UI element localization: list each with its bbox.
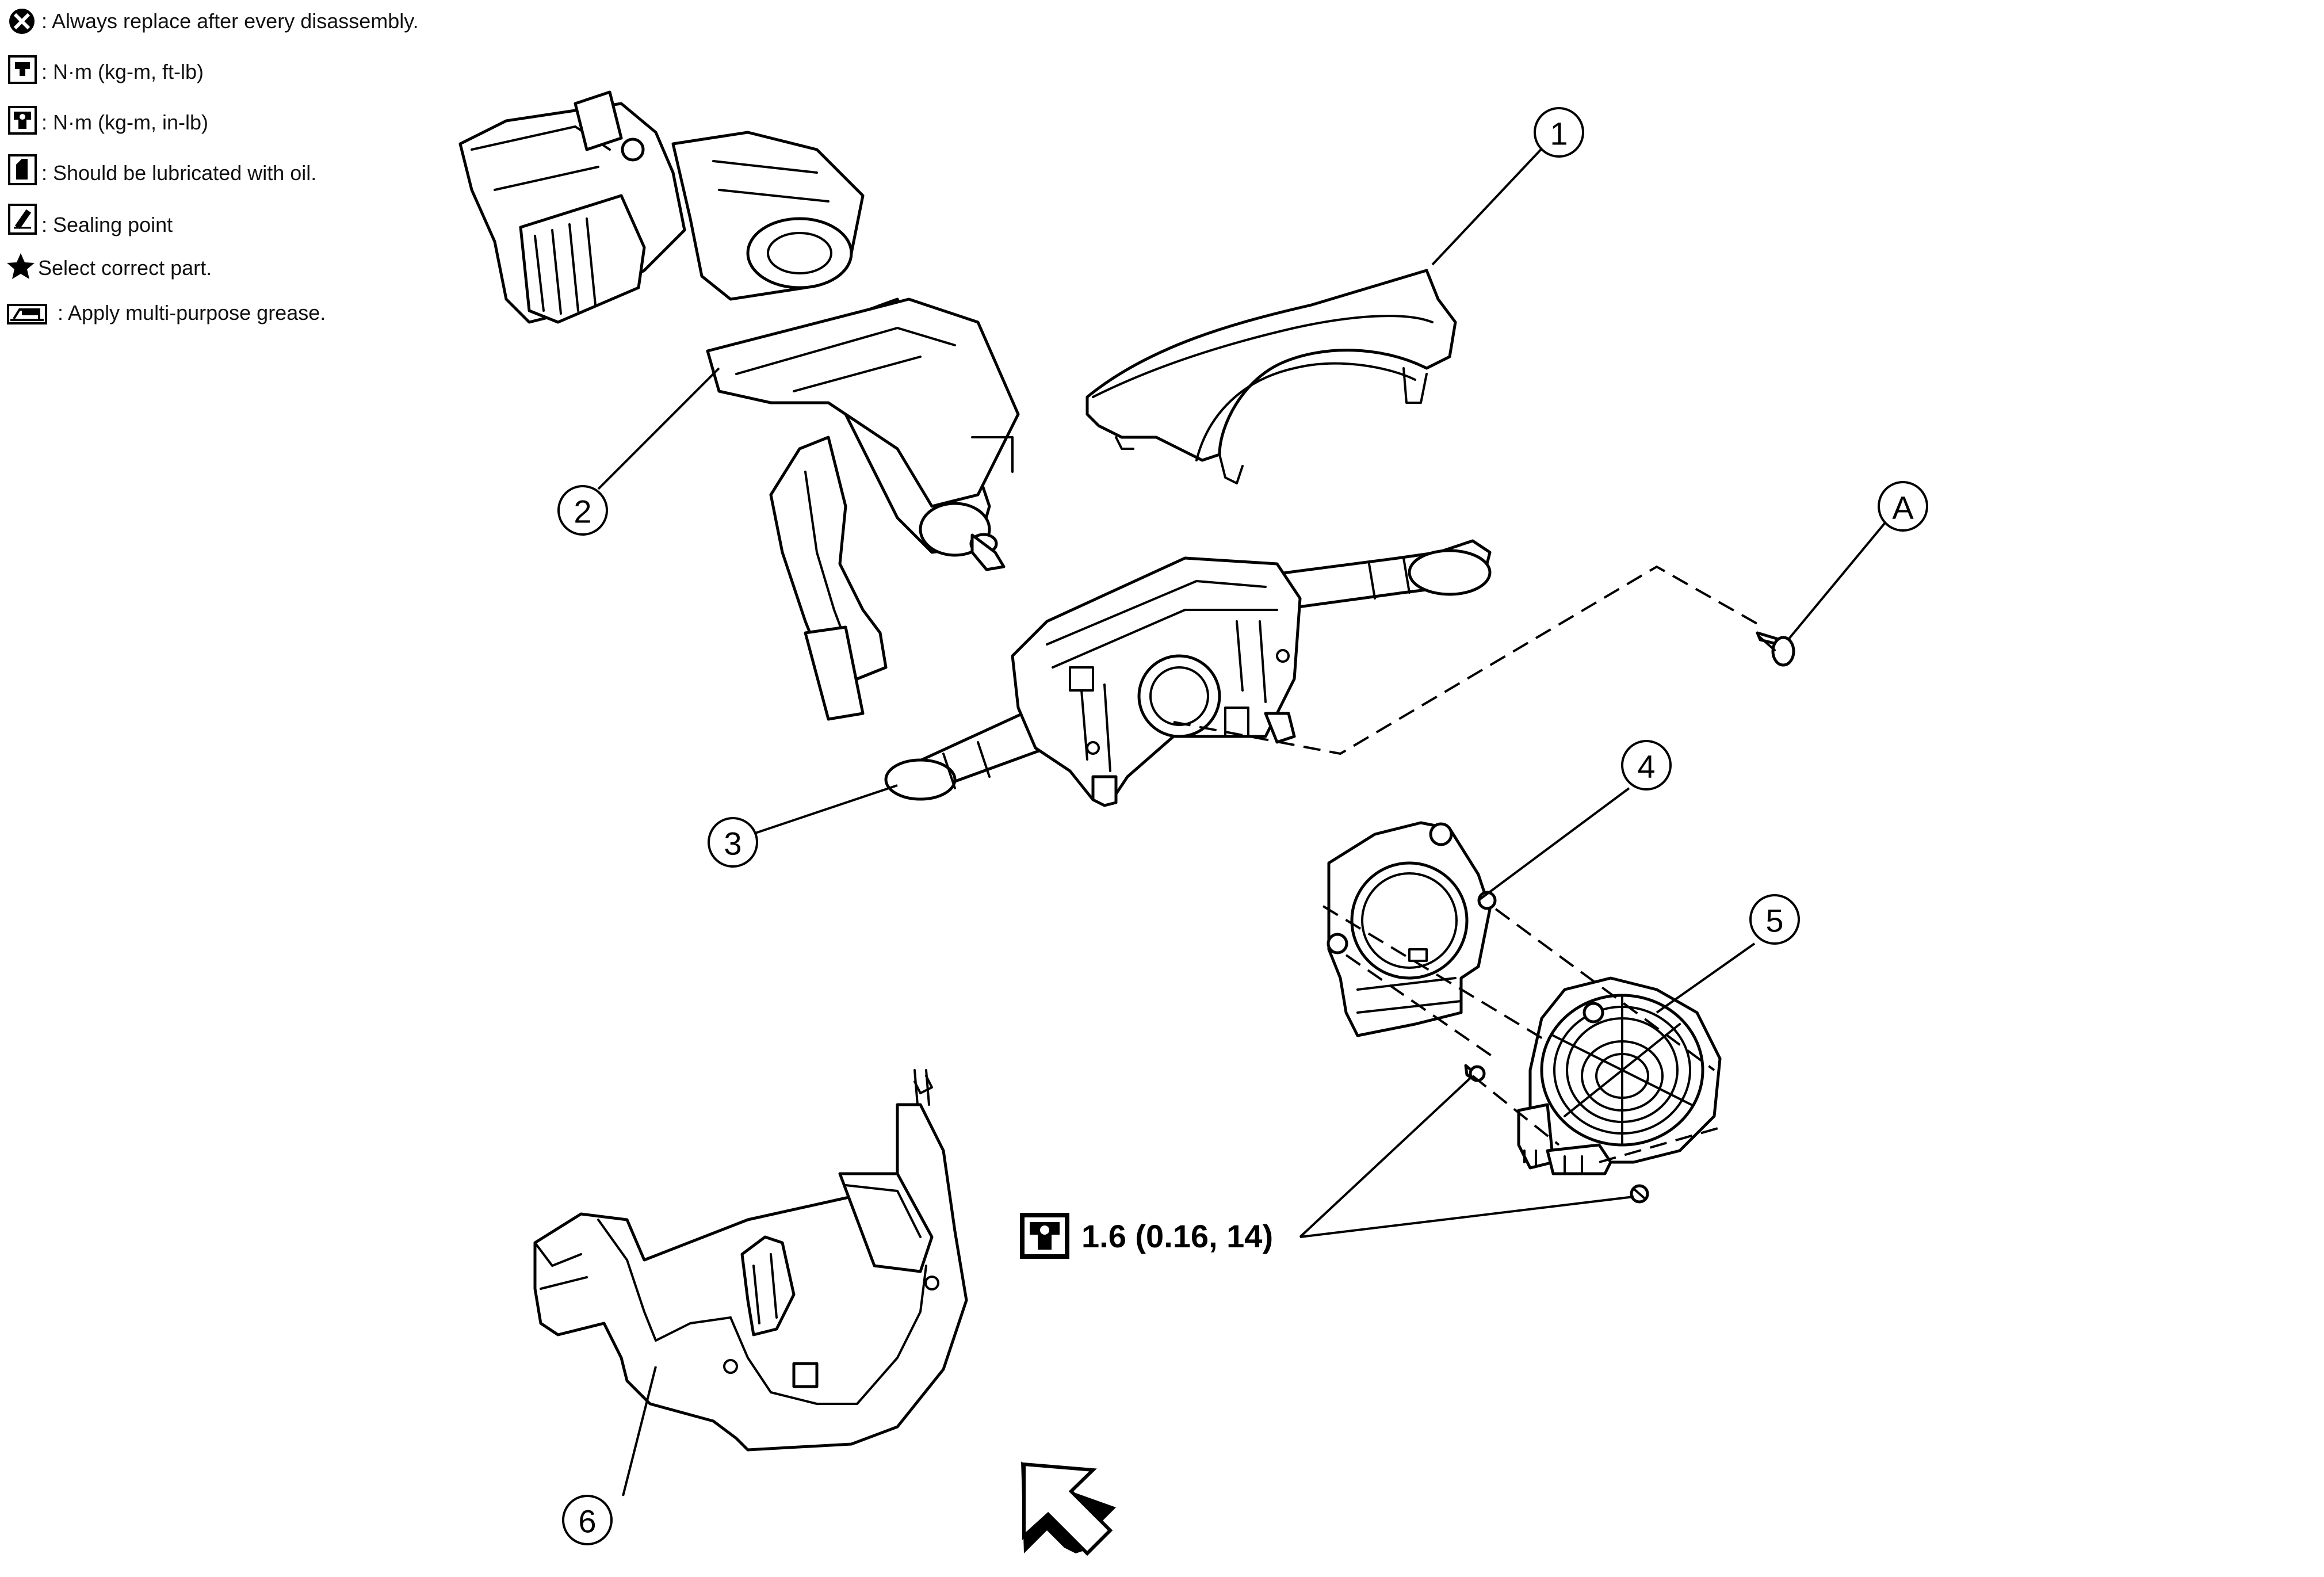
legend-text-torque-ftlb: : N·m (kg-m, ft-lb) [41,60,204,83]
callout-5: 5 [1749,894,1800,945]
legend-text-grease: : Apply multi-purpose grease. [58,301,326,324]
leader-lines [597,143,1888,1496]
torque-wrench-icon [8,55,37,84]
callout-4-label: 4 [1637,749,1655,785]
callout-2-label: 2 [574,494,591,530]
callout-5-label: 5 [1765,903,1783,939]
lower-column-cover [533,1069,968,1452]
alignment-lines [1173,565,1764,1163]
legend-text-torque-inlb: : N·m (kg-m, in-lb) [41,110,208,134]
x-circle-icon [9,9,35,34]
spiral-cable [1517,976,1722,1175]
sealing-point-icon [8,204,37,235]
combination-switch [884,539,1492,807]
callout-2: 2 [557,485,608,536]
torque-wrench-small-icon [1020,1213,1069,1259]
screw-upper [1464,1064,1486,1082]
torque-wrench-small-icon [8,106,37,135]
oil-can-icon [8,154,37,185]
legend: : Always replace after every disassembly… [7,9,419,324]
legend-text-sealing: : Sealing point [41,213,173,236]
legend-text-select-part: Select correct part. [38,256,212,280]
steering-angle-sensor [1327,821,1497,1037]
legend-text-lubricate: : Should be lubricated with oil. [41,161,316,185]
callout-1-label: 1 [1550,116,1568,152]
callout-3-label: 3 [724,826,741,862]
screw-lower [1630,1184,1649,1204]
upper-column-cover [1085,269,1457,484]
torque-value: 1.6 (0.16, 14) [1081,1218,1273,1254]
star-icon [7,253,35,279]
callout-4: 4 [1621,740,1672,791]
steering-column [458,90,1020,721]
callout-6-label: 6 [578,1503,596,1540]
torque-spec: 1.6 (0.16, 14) [1020,1213,1273,1259]
front-arrow-icon [1021,1461,1116,1556]
grease-icon [7,304,47,324]
screw-a [1756,631,1795,667]
callout-a: A [1878,481,1928,532]
callout-a-label: A [1892,490,1914,526]
callout-1: 1 [1534,107,1584,158]
callout-6: 6 [562,1495,613,1545]
legend-text-replace: : Always replace after every disassembly… [41,9,419,33]
callout-3: 3 [708,817,758,868]
